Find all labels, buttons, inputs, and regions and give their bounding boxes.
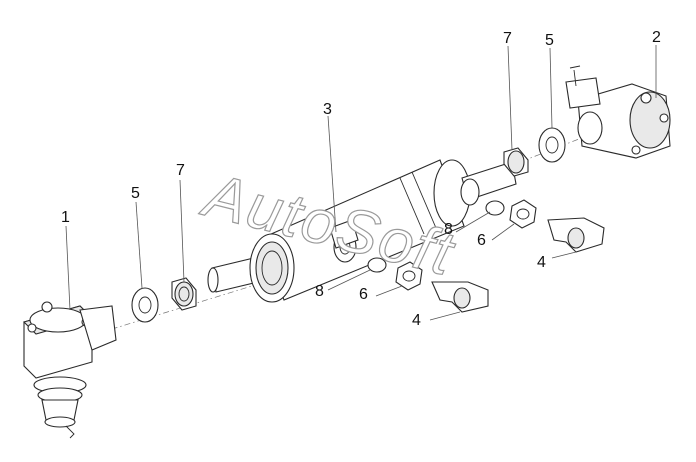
callout-6a: 6 — [359, 286, 368, 303]
lock-nut-left — [171, 277, 197, 311]
callout-2: 2 — [652, 29, 661, 46]
leader-6a — [375, 285, 403, 297]
callout-5b: 5 — [545, 32, 554, 49]
callout-5a: 5 — [131, 185, 140, 202]
leader-8a — [327, 269, 371, 291]
callout-7a: 7 — [176, 162, 185, 179]
elbow-fitting-left — [431, 281, 489, 313]
leader-7b — [507, 45, 513, 151]
fitting-nut-right — [509, 199, 537, 229]
washer-left — [131, 287, 159, 323]
leader-4a — [429, 311, 461, 321]
seal-ring-left — [367, 257, 387, 273]
washer-right — [538, 127, 566, 163]
leader-5a — [135, 201, 143, 289]
callout-8b: 8 — [444, 221, 453, 238]
callout-7b: 7 — [503, 30, 512, 47]
leader-4b — [551, 251, 577, 259]
leader-7a — [179, 179, 185, 283]
elbow-fitting-right — [547, 217, 605, 253]
leader-1 — [65, 225, 71, 311]
leader-6b — [491, 223, 515, 241]
seal-ring-right — [485, 200, 505, 216]
callout-1: 1 — [61, 209, 70, 226]
callout-8a: 8 — [315, 283, 324, 300]
fitting-nut-left — [395, 261, 423, 291]
cylinder-body — [249, 159, 517, 303]
leader-8b — [455, 211, 491, 233]
callout-3: 3 — [323, 101, 332, 118]
callout-4b: 4 — [537, 254, 546, 271]
callout-6b: 6 — [477, 232, 486, 249]
tie-rod-end-left — [22, 301, 117, 439]
lock-nut-right — [503, 147, 529, 177]
leader-5b — [549, 47, 553, 129]
leader-3 — [327, 115, 337, 233]
callout-4a: 4 — [412, 312, 421, 329]
tie-rod-end-right — [565, 65, 671, 159]
